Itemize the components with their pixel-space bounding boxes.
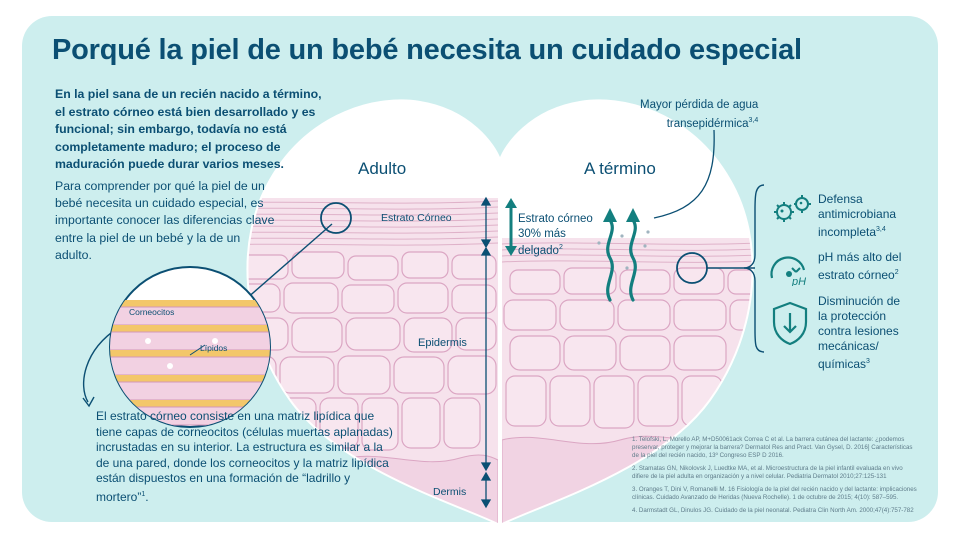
water-loss-sup: 3,4 xyxy=(748,117,759,124)
bacteria-icon xyxy=(774,195,811,222)
thinner-line-1: Estrato córneo xyxy=(518,213,593,225)
thinner-line-3: delgado xyxy=(518,244,559,257)
epidermis-label: Epidermis xyxy=(418,337,467,349)
reference-item: 2. Stamatas GN, Nikolovsk J, Luedtke MA,… xyxy=(632,465,903,480)
explanation-paragraph: Para comprender por qué la piel de un be… xyxy=(55,179,275,262)
feature-sup: 3 xyxy=(866,358,870,365)
dermis-label: Dermis xyxy=(433,486,467,498)
stratum-corneum-label: Estrato Córneo xyxy=(381,212,452,224)
thinner-stratum-label: Estrato córneo 30% más delgado2 xyxy=(518,212,593,258)
shield-icon xyxy=(772,301,808,346)
water-loss-line-1: Mayor pérdida de agua xyxy=(640,99,759,111)
feature-sup: 2 xyxy=(894,269,899,276)
term-label: A término xyxy=(584,159,656,178)
intro-paragraph: En la piel sana de un recién nacido a té… xyxy=(55,87,322,171)
water-loss-line-2-wrap: transepidérmica3,4 xyxy=(640,113,759,132)
feature-item-antimicrobial: Defensa antimicrobiana incompleta3,4 xyxy=(818,192,918,240)
svg-text:pH: pH xyxy=(791,276,806,286)
reference-item: 1. Telofski, L, Morello AP, M+D50061ack … xyxy=(632,436,913,459)
references-list: 1. Telofski, L, Morello AP, M+D50061ack … xyxy=(632,436,920,520)
feature-item-ph: pH más alto del estrato córneo2 xyxy=(818,250,918,283)
feature-text: pH más alto del estrato córneo xyxy=(818,250,902,282)
feature-item-protection: Disminución de la protección contra lesi… xyxy=(818,294,908,372)
stratum-description-sup: 1 xyxy=(141,490,146,498)
adult-label: Adulto xyxy=(358,159,407,178)
thinner-line-2: 30% más xyxy=(518,227,566,240)
stratum-description-paragraph: El estrato córneo consiste en una matriz… xyxy=(96,409,393,504)
page-title: Porqué la piel de un bebé necesita un cu… xyxy=(52,34,802,66)
feature-sup: 3,4 xyxy=(876,226,886,233)
lipids-label: Lípidos xyxy=(200,343,228,353)
thinner-sup: 2 xyxy=(558,244,563,251)
water-loss-label: Mayor pérdida de agua transepidérmica3,4 xyxy=(640,97,758,132)
water-loss-line-2: transepidérmica xyxy=(666,117,749,130)
feature-text: Disminución de la protección contra lesi… xyxy=(818,294,901,371)
reference-item: 3. Oranges T, Dini V, Romanelli M. 16 Fi… xyxy=(632,486,917,501)
reference-item: 4. Darmstadt GL, Dinulos JG. Cuidado de … xyxy=(632,507,914,514)
stratum-description-text: El estrato córneo consiste en una matriz… xyxy=(96,409,393,504)
thinner-line-3-wrap: delgado2 xyxy=(518,241,593,258)
feature-text: Defensa antimicrobiana incompleta xyxy=(818,192,897,239)
corneocytes-label: Corneocitos xyxy=(129,307,175,317)
ph-icon: pH xyxy=(770,256,806,286)
